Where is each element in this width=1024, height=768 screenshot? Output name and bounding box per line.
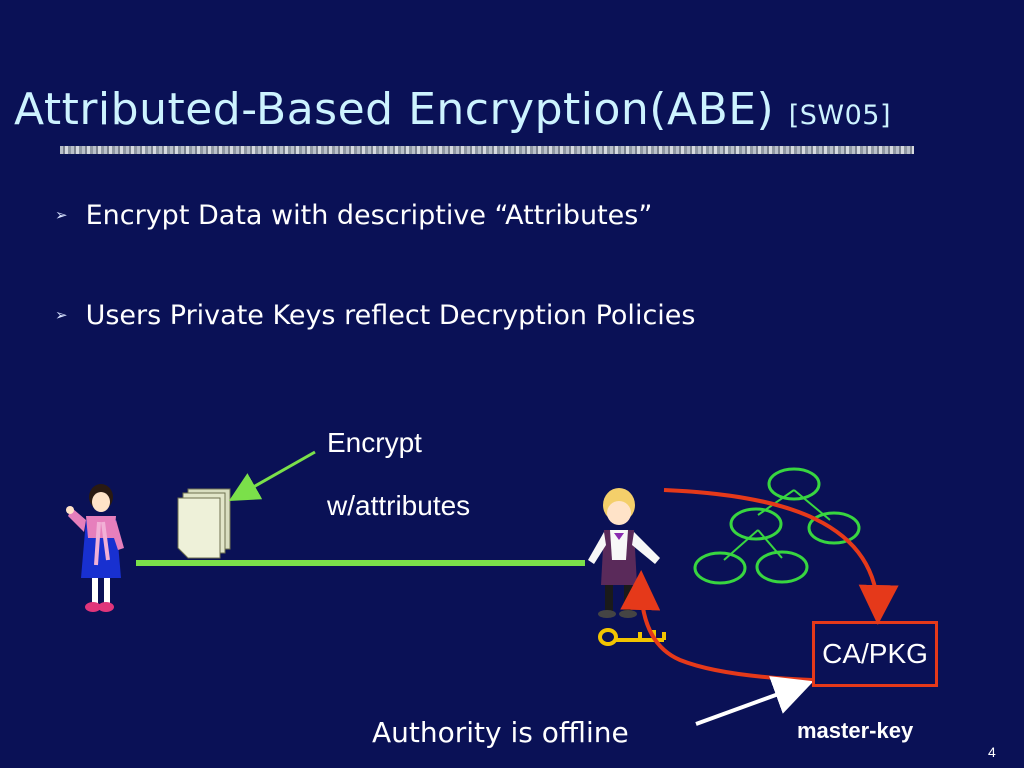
title-divider: [60, 146, 914, 154]
bullet-arrow-icon: ➢: [55, 306, 68, 324]
bullet-arrow-icon: ➢: [55, 206, 68, 224]
offline-arrow: [695, 676, 814, 726]
bullet-item-2: ➢ Users Private Keys reflect Decryption P…: [55, 300, 695, 331]
encrypted-document-icon: [177, 488, 231, 559]
authority-label: CA/PKG: [822, 638, 928, 669]
receiver-person-icon: [588, 488, 660, 618]
master-key-label: master-key: [797, 718, 914, 743]
page-number: 4: [988, 744, 996, 760]
authority-box: CA/PKG: [812, 621, 938, 687]
slide-title: Attributed-Based Encryption(ABE) [SW05]: [14, 84, 891, 135]
offline-label: Authority is offline: [372, 716, 629, 749]
encrypt-arrow: [228, 450, 316, 501]
private-key-icon: [598, 628, 666, 646]
sender-person-icon: [66, 484, 124, 612]
encrypt-label: Encrypt: [327, 427, 422, 458]
bullet-item-1: ➢ Encrypt Data with descriptive “Attribut…: [55, 200, 652, 231]
attributes-label: w/attributes: [327, 490, 471, 521]
bullet-text-2: Users Private Keys reflect Decryption Po…: [85, 300, 696, 331]
policy-to-authority-arrow: [663, 488, 899, 625]
authority-to-key-arrow: [620, 570, 813, 682]
policy-tree-icon: [693, 467, 861, 585]
slide-title-reference: [SW05]: [788, 100, 891, 131]
bullet-text-1: Encrypt Data with descriptive “Attribute…: [85, 200, 653, 231]
slide-title-text: Attributed-Based Encryption(ABE): [14, 84, 775, 135]
